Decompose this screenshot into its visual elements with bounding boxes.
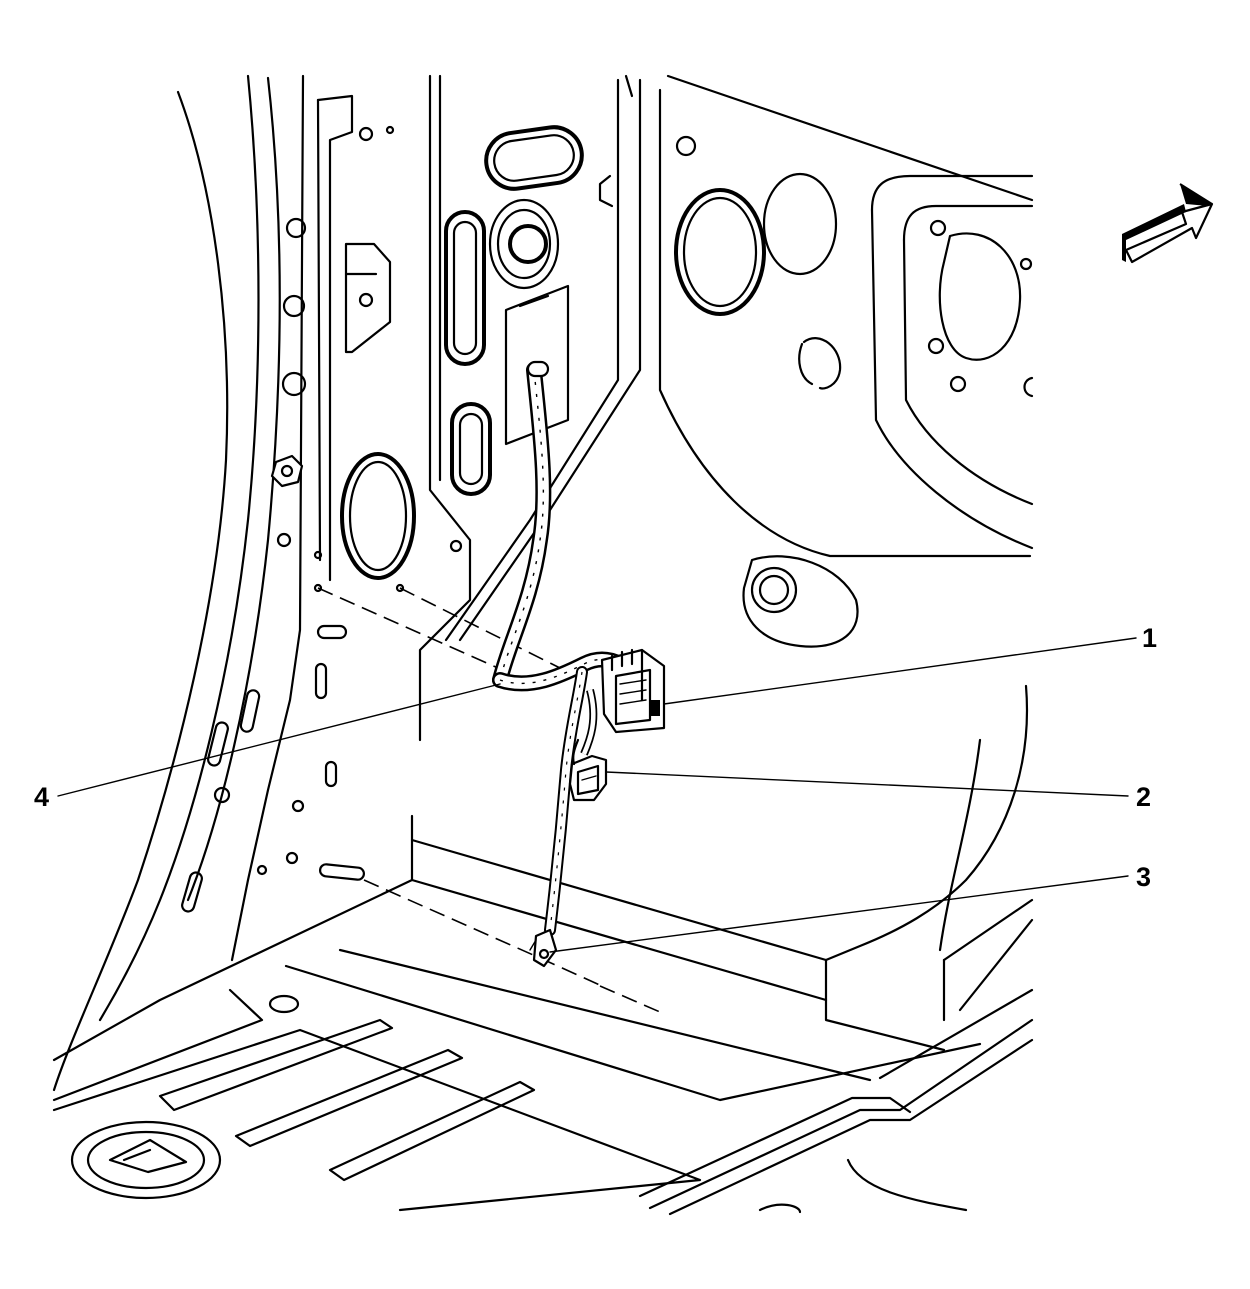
left-pillar [52, 74, 472, 1092]
direction-arrow-icon [1122, 183, 1214, 264]
callout-4: 4 [34, 782, 49, 812]
panel-openings [340, 74, 642, 642]
callout-3: 3 [1136, 862, 1151, 892]
wheelhouse [824, 684, 1034, 1052]
callout-2: 2 [1136, 782, 1151, 812]
leader-line-4 [57, 683, 501, 797]
callouts: 1 2 3 4 [34, 623, 1157, 892]
right-panel [658, 74, 1034, 648]
leader-lines [57, 637, 1137, 953]
callout-1: 1 [1142, 623, 1157, 653]
leader-line-3 [549, 875, 1129, 953]
connector-1 [600, 648, 666, 734]
floor [52, 814, 1034, 1216]
leader-line-1 [663, 637, 1137, 705]
leader-line-2 [605, 771, 1129, 797]
install-guides [317, 587, 661, 1013]
connector-2 [568, 738, 608, 802]
wiring-harness [492, 360, 666, 968]
